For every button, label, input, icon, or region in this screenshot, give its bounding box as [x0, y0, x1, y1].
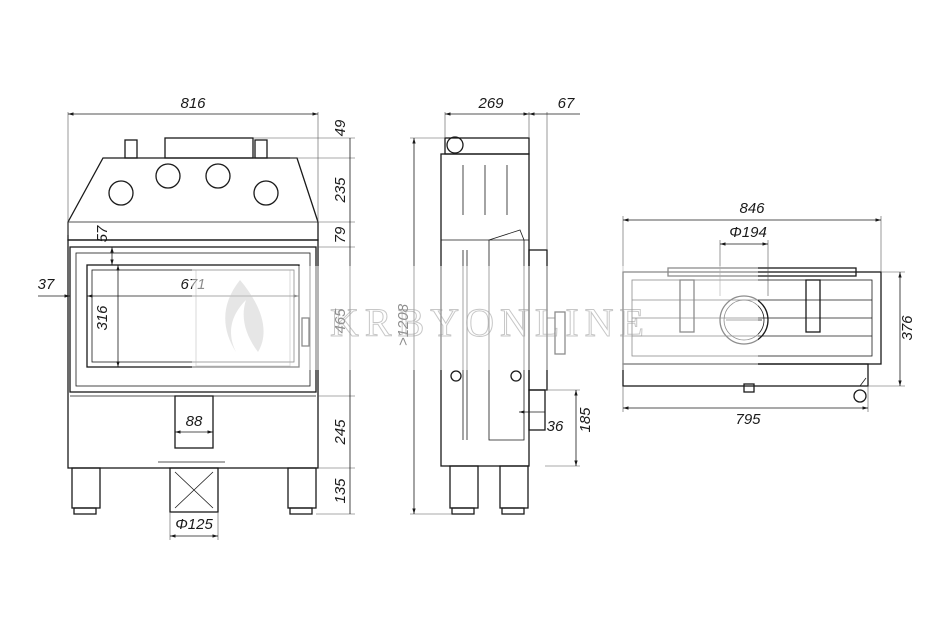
- dim-lever-depth: 36: [547, 418, 564, 435]
- dim-top-depth: 376: [899, 315, 916, 341]
- dim-air-inlet-width: 88: [186, 413, 203, 430]
- dim-side-depth: 269: [477, 95, 504, 112]
- dim-flue-diameter: Φ194: [729, 224, 767, 241]
- dim-glass-height: 316: [94, 305, 111, 331]
- dim-base-height: 245: [332, 419, 349, 446]
- flame-logo: [195, 269, 291, 367]
- dim-top-width: 846: [739, 200, 765, 217]
- front-legs: [71, 467, 317, 515]
- top-dimensions: 846 Φ194 376 795: [622, 200, 916, 428]
- watermark: KRBYONLINE: [192, 266, 758, 370]
- dim-hood-height: 235: [332, 177, 349, 204]
- dim-handle-depth: 67: [558, 95, 575, 112]
- watermark-text: KRBYONLINE: [330, 300, 650, 345]
- convection-outlets: [108, 163, 279, 206]
- dim-body-width: 795: [735, 411, 761, 428]
- dim-glass-offset-top: 57: [94, 225, 111, 242]
- dim-air-inlet-diameter: Φ125: [175, 516, 213, 533]
- dim-leg-height: 135: [332, 478, 349, 504]
- dim-front-width: 816: [180, 95, 206, 112]
- dim-top-height: 49: [332, 119, 349, 136]
- dim-band-height: 79: [332, 226, 349, 243]
- dim-glass-offset-side: 37: [38, 276, 55, 293]
- dim-lever-height: 185: [577, 407, 594, 433]
